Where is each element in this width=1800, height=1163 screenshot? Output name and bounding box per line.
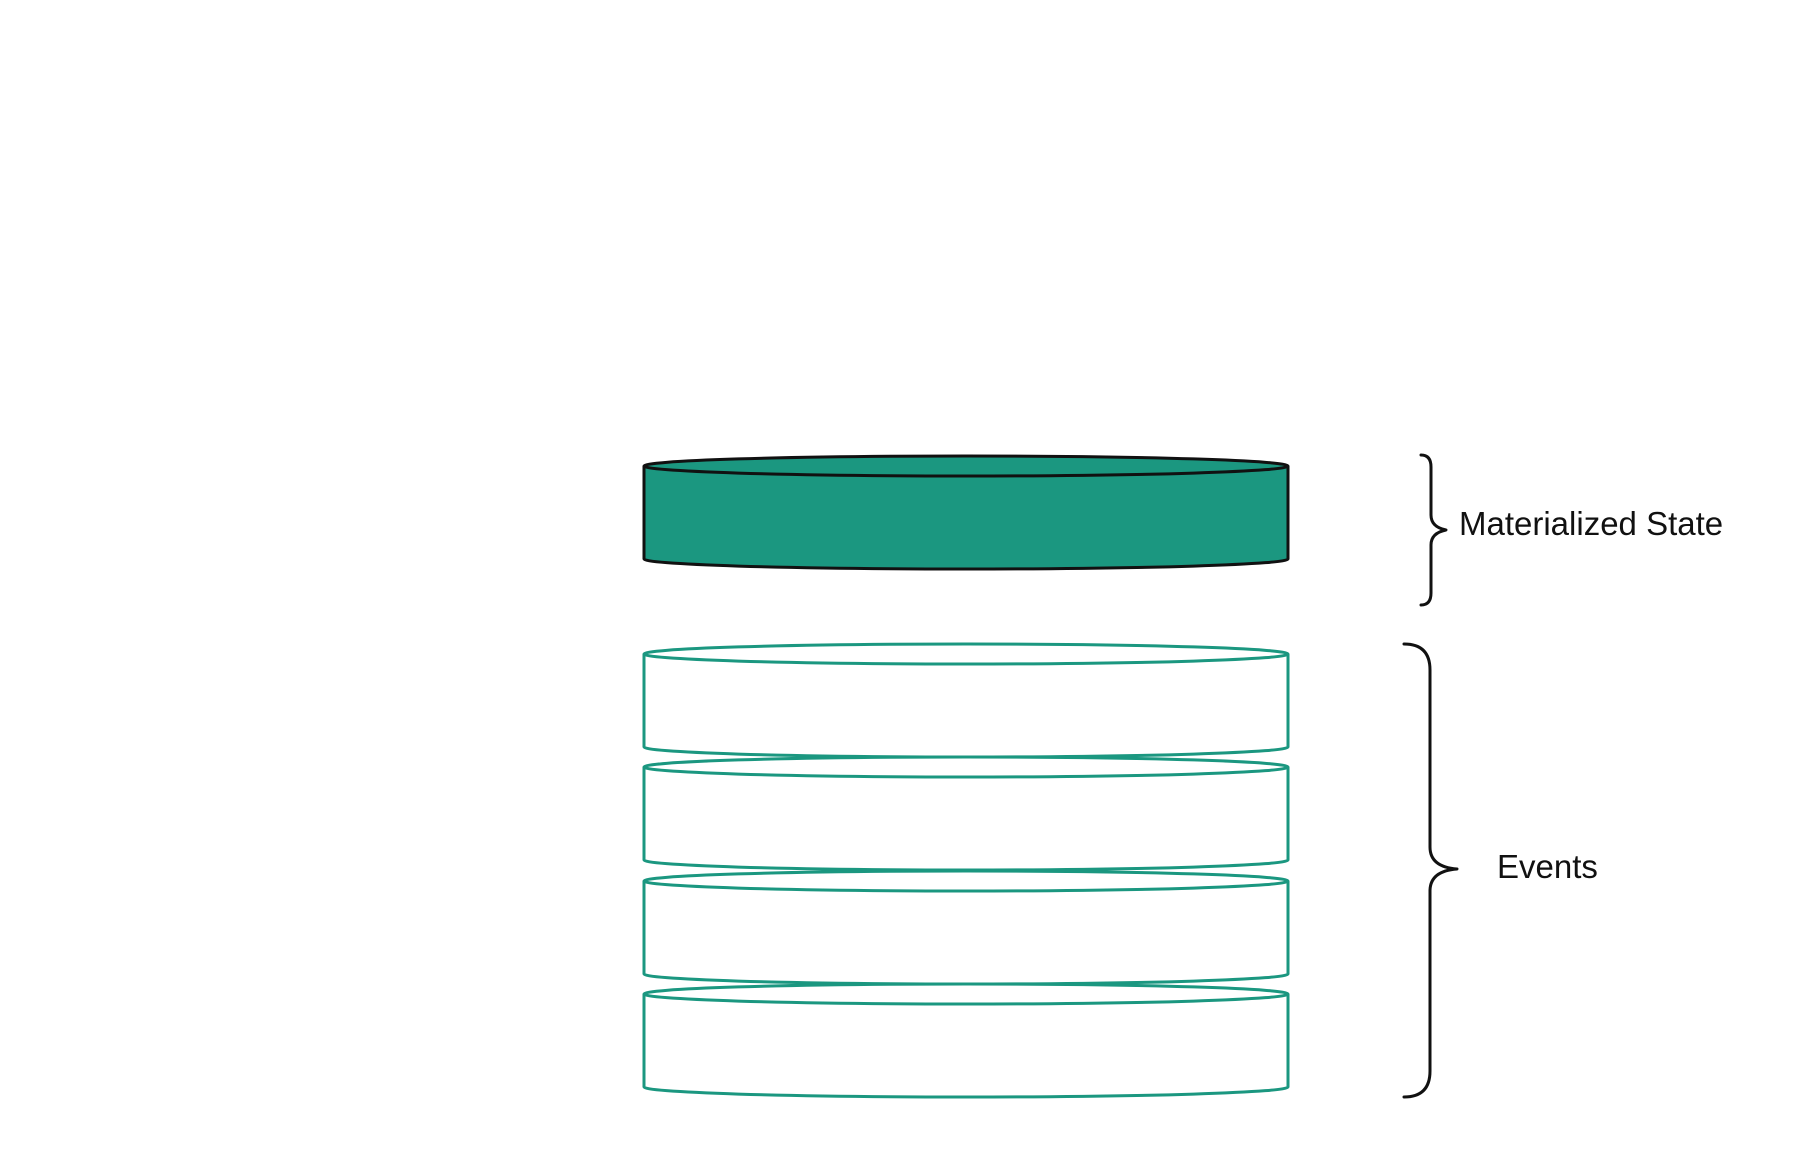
event-disk-stack bbox=[642, 642, 1290, 1099]
event-disk bbox=[642, 982, 1290, 1099]
materialized-state-disk-body bbox=[642, 466, 1290, 571]
event-disk bbox=[642, 755, 1290, 872]
materialized-state-disk bbox=[642, 454, 1290, 571]
event-disk bbox=[642, 869, 1290, 986]
events-label: Events bbox=[1497, 848, 1598, 885]
materialized-state-disk-top bbox=[642, 454, 1290, 478]
materialized-state-label: Materialized State bbox=[1459, 505, 1724, 542]
event-disk bbox=[642, 642, 1290, 759]
materialized-state-brace bbox=[1419, 453, 1448, 607]
events-brace bbox=[1402, 642, 1459, 1099]
